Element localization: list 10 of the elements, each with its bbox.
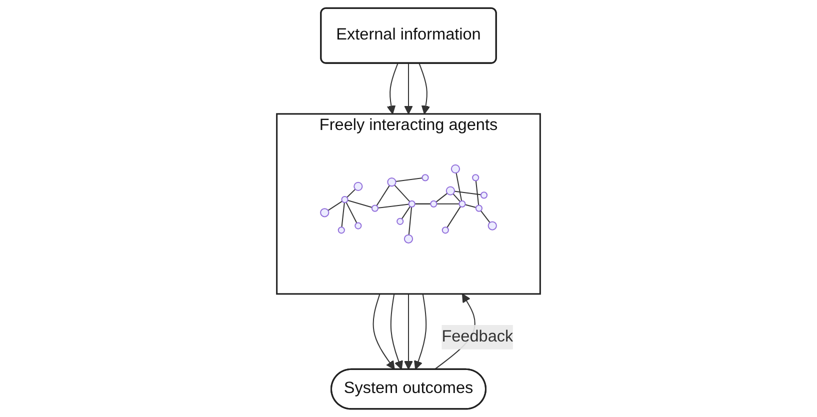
edge-label: Feedback [442, 328, 514, 346]
arrow [390, 294, 403, 370]
arrow [414, 294, 427, 370]
cluster: Freely interacting agents [276, 113, 541, 295]
arrow [372, 294, 395, 370]
arrow [404, 63, 413, 114]
arrow [418, 62, 430, 114]
agent-network-drawing [320, 164, 497, 244]
arrow [386, 62, 398, 114]
arrow [404, 294, 413, 370]
